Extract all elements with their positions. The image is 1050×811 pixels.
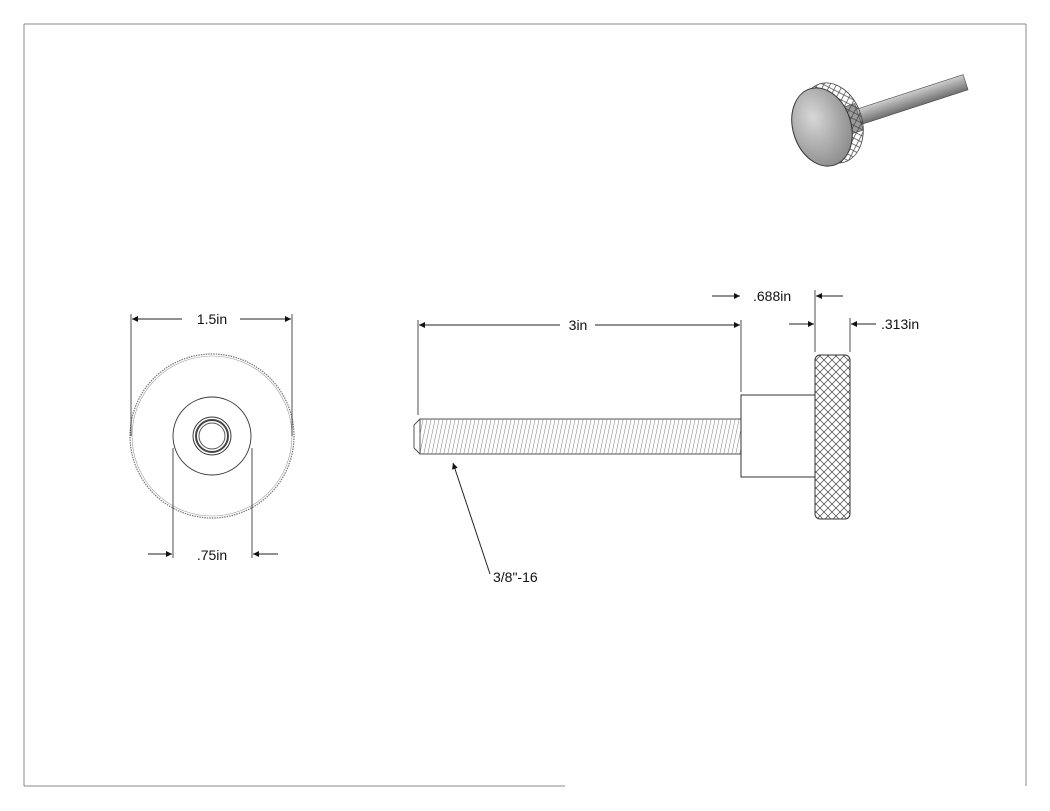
- head-dimension: .313in: [789, 316, 919, 352]
- iso-head-face: [791, 87, 853, 167]
- shoulder-circle: [172, 396, 252, 476]
- thread-core-circle: [198, 422, 226, 450]
- front-view: 1.5in .75in: [129, 311, 295, 563]
- isometric-view: [791, 74, 969, 167]
- diameter-dimension: 1.5in: [130, 311, 293, 436]
- thread-callout: 3/8"-16: [452, 462, 538, 585]
- length-dimension: 3in: [417, 317, 742, 415]
- knurled-head: [814, 354, 851, 520]
- thread-outer-circle: [192, 416, 232, 456]
- shoulder: [740, 394, 816, 478]
- length-label: 3in: [569, 317, 588, 333]
- head-label: .313in: [881, 316, 919, 332]
- shoulder-dimension: .688in: [712, 288, 843, 352]
- shoulder-label: .688in: [753, 288, 791, 304]
- threaded-shaft: [419, 418, 742, 455]
- iso-shaft: [848, 74, 969, 128]
- outer-knurled-circle: [129, 353, 295, 519]
- hole-dimension: .75in: [148, 448, 278, 563]
- sheet-border: [23, 23, 1027, 787]
- thread-inner-circle: [195, 419, 229, 453]
- hole-label: .75in: [197, 547, 227, 563]
- shaft-chamfer: [413, 418, 421, 455]
- side-view: 3in .688in .313in 3/8"-16: [413, 288, 919, 585]
- thread-callout-label: 3/8"-16: [493, 569, 538, 585]
- diameter-label: 1.5in: [197, 311, 227, 327]
- outer-circle: [131, 355, 293, 517]
